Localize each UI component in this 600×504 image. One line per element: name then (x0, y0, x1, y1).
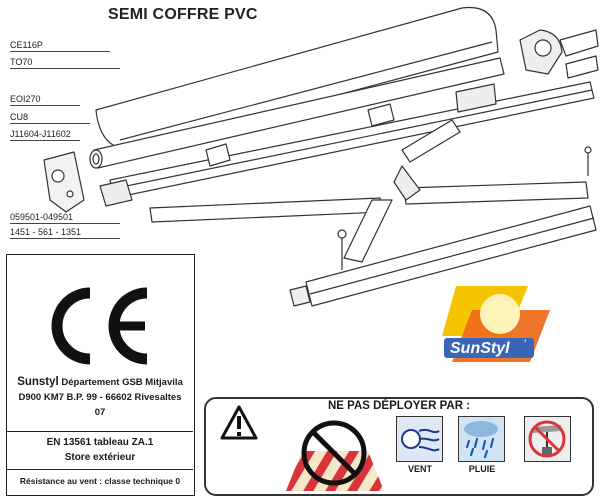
part-ref-eoi270: EOI270 (10, 94, 41, 104)
logo-mark: ’ (524, 338, 526, 350)
part-ref-cu8: CU8 (10, 112, 29, 122)
left-arm-upper (149, 197, 385, 223)
standard-ref: EN 13561 tableau ZA.1 (46, 437, 154, 448)
cassette-hood (95, 6, 499, 151)
wind-label: VENT (407, 464, 432, 474)
company-line-2: D900 KM7 B.P. 99 - 66602 Rivesaltes (18, 392, 182, 403)
sunstyl-logo: SunStyl ’ (442, 286, 550, 362)
callout-line (10, 51, 110, 52)
wind-resistance-class: Résistance au vent : classe technique 0 (19, 476, 181, 486)
wind-icon (396, 416, 443, 462)
ce-mark-icon (51, 287, 148, 365)
right-arm-upper (401, 119, 461, 163)
part-ref-j11604: J11604-J11602 (10, 129, 71, 139)
product-type: Store extérieur (64, 452, 136, 463)
mounting-block-left (99, 179, 133, 207)
part-ref-to70: TO70 (10, 57, 33, 67)
divider (7, 431, 193, 432)
part-ref-1451: 1451 - 561 - 1351 (10, 227, 82, 237)
divider (7, 469, 193, 470)
part-ref-059501: 059501-049501 (10, 212, 74, 222)
callout-line (10, 140, 80, 141)
no-awning-icon (286, 420, 384, 491)
left-arm-lower (343, 199, 393, 263)
callout-line (10, 105, 80, 106)
callout-line (10, 123, 90, 124)
part-ref-ce116p: CE116P (10, 40, 43, 50)
caution-icon (220, 405, 258, 440)
left-bracket (43, 151, 85, 213)
warning-title: NE PAS DÉPLOYER PAR : (327, 400, 471, 412)
support-bracket-1 (205, 143, 231, 167)
company-line-3: 07 (94, 407, 106, 418)
right-arm-lower (403, 181, 589, 205)
callout-line (10, 68, 120, 69)
ce-label-panel: Sunstyl Département GSB Mitjavila D900 K… (6, 254, 195, 496)
logo-wordmark: SunStyl (450, 340, 510, 357)
rain-icon (458, 416, 505, 462)
standard-info: EN 13561 tableau ZA.1 Store extérieur (7, 435, 193, 465)
hood-inner-edge (119, 41, 493, 141)
warning-panel: NE PAS DÉPLOYER PAR : VENT (204, 397, 594, 496)
company-name: Sunstyl (17, 376, 59, 388)
front-bar-endcap (289, 285, 311, 307)
company-line-1: Département GSB Mitjavila (61, 377, 183, 388)
callout-line (10, 223, 120, 224)
no-weight-icon (524, 416, 571, 462)
diagram-title: SEMI COFFRE PVC (108, 6, 258, 23)
manufacturer-info: Sunstyl Département GSB Mitjavila D900 K… (7, 375, 193, 420)
support-bracket-3 (455, 83, 497, 113)
rain-label: PLUIE (468, 464, 496, 474)
callout-line (10, 238, 120, 239)
support-bracket-2 (367, 103, 395, 127)
